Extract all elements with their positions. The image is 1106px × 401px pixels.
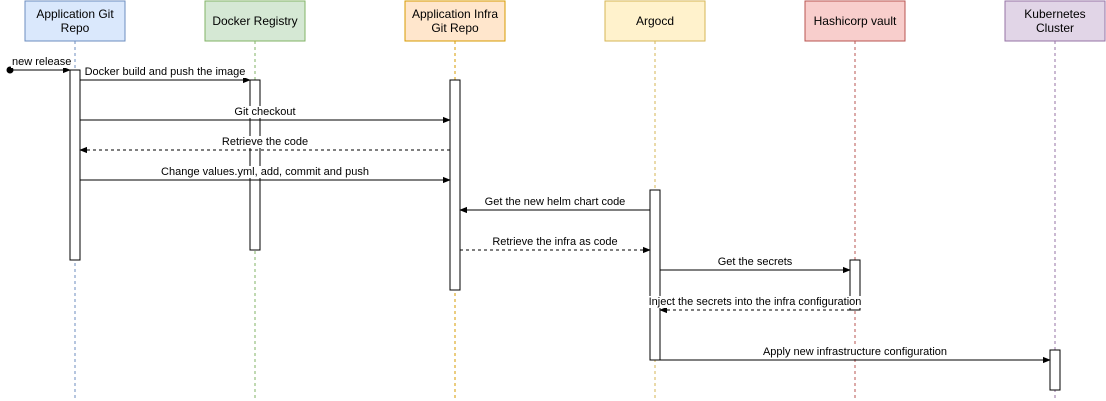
message-label-bg: [11, 56, 73, 68]
message-label-bg: [483, 196, 627, 208]
actor-label: Kubernetes: [1024, 7, 1085, 21]
message-label: Git checkout: [234, 106, 295, 118]
activation-infra: [449, 79, 461, 291]
message-label: Get the new helm chart code: [485, 196, 626, 208]
message-7[interactable]: Get the secrets: [660, 256, 851, 274]
actor-label: Repo: [61, 21, 90, 35]
message-label: Docker build and push the image: [85, 66, 246, 78]
actor-box: [24, 0, 126, 42]
actor-label: Cluster: [1036, 21, 1074, 35]
message-3[interactable]: Retrieve the code: [79, 136, 450, 154]
message-label-bg: [220, 136, 310, 148]
activation-argocd: [649, 189, 661, 361]
actor-vault[interactable]: Hashicorp vault: [804, 0, 906, 42]
message-label: Retrieve the infra as code: [492, 236, 617, 248]
message-label-bg: [233, 106, 297, 118]
actor-label: Application Git: [36, 7, 114, 21]
actor-label: Argocd: [636, 14, 674, 28]
activation-k8s: [1049, 349, 1061, 391]
actor-label: Git Repo: [431, 21, 479, 35]
message-label: Inject the secrets into the infra config…: [649, 296, 862, 308]
actor-box: [604, 0, 706, 42]
message-6[interactable]: Retrieve the infra as code: [460, 236, 651, 254]
message-5[interactable]: Get the new helm chart code: [459, 196, 650, 214]
actor-label: Application Infra: [412, 7, 498, 21]
message-label-bg: [647, 296, 863, 308]
actor-docker[interactable]: Docker Registry: [204, 0, 306, 42]
message-0[interactable]: new release: [6, 56, 73, 74]
actor-label: Hashicorp vault: [814, 14, 897, 28]
message-label: Change values.yml, add, commit and push: [161, 166, 369, 178]
message-label-bg: [83, 66, 247, 78]
message-label: Apply new infrastructure configuration: [763, 346, 947, 358]
actor-argocd[interactable]: Argocd: [604, 0, 706, 42]
start-dot: [6, 66, 14, 74]
message-1[interactable]: Docker build and push the image: [80, 66, 251, 84]
message-label: new release: [12, 56, 71, 68]
actor-box: [1004, 0, 1106, 42]
activation-app: [69, 69, 81, 261]
message-label-bg: [716, 256, 794, 268]
message-9[interactable]: Apply new infrastructure configuration: [660, 346, 1051, 364]
actor-label: Docker Registry: [212, 14, 297, 28]
message-label: Retrieve the code: [222, 136, 308, 148]
message-label-bg: [761, 346, 949, 358]
message-label-bg: [160, 166, 370, 178]
message-label: Get the secrets: [718, 256, 793, 268]
actor-box: [404, 0, 506, 42]
actor-box: [204, 0, 306, 42]
message-2[interactable]: Git checkout: [80, 106, 451, 124]
activation-docker: [249, 79, 261, 251]
message-4[interactable]: Change values.yml, add, commit and push: [80, 166, 451, 184]
message-8[interactable]: Inject the secrets into the infra config…: [647, 296, 863, 314]
actor-box: [804, 0, 906, 42]
message-label-bg: [491, 236, 619, 248]
activation-vault: [849, 259, 861, 311]
